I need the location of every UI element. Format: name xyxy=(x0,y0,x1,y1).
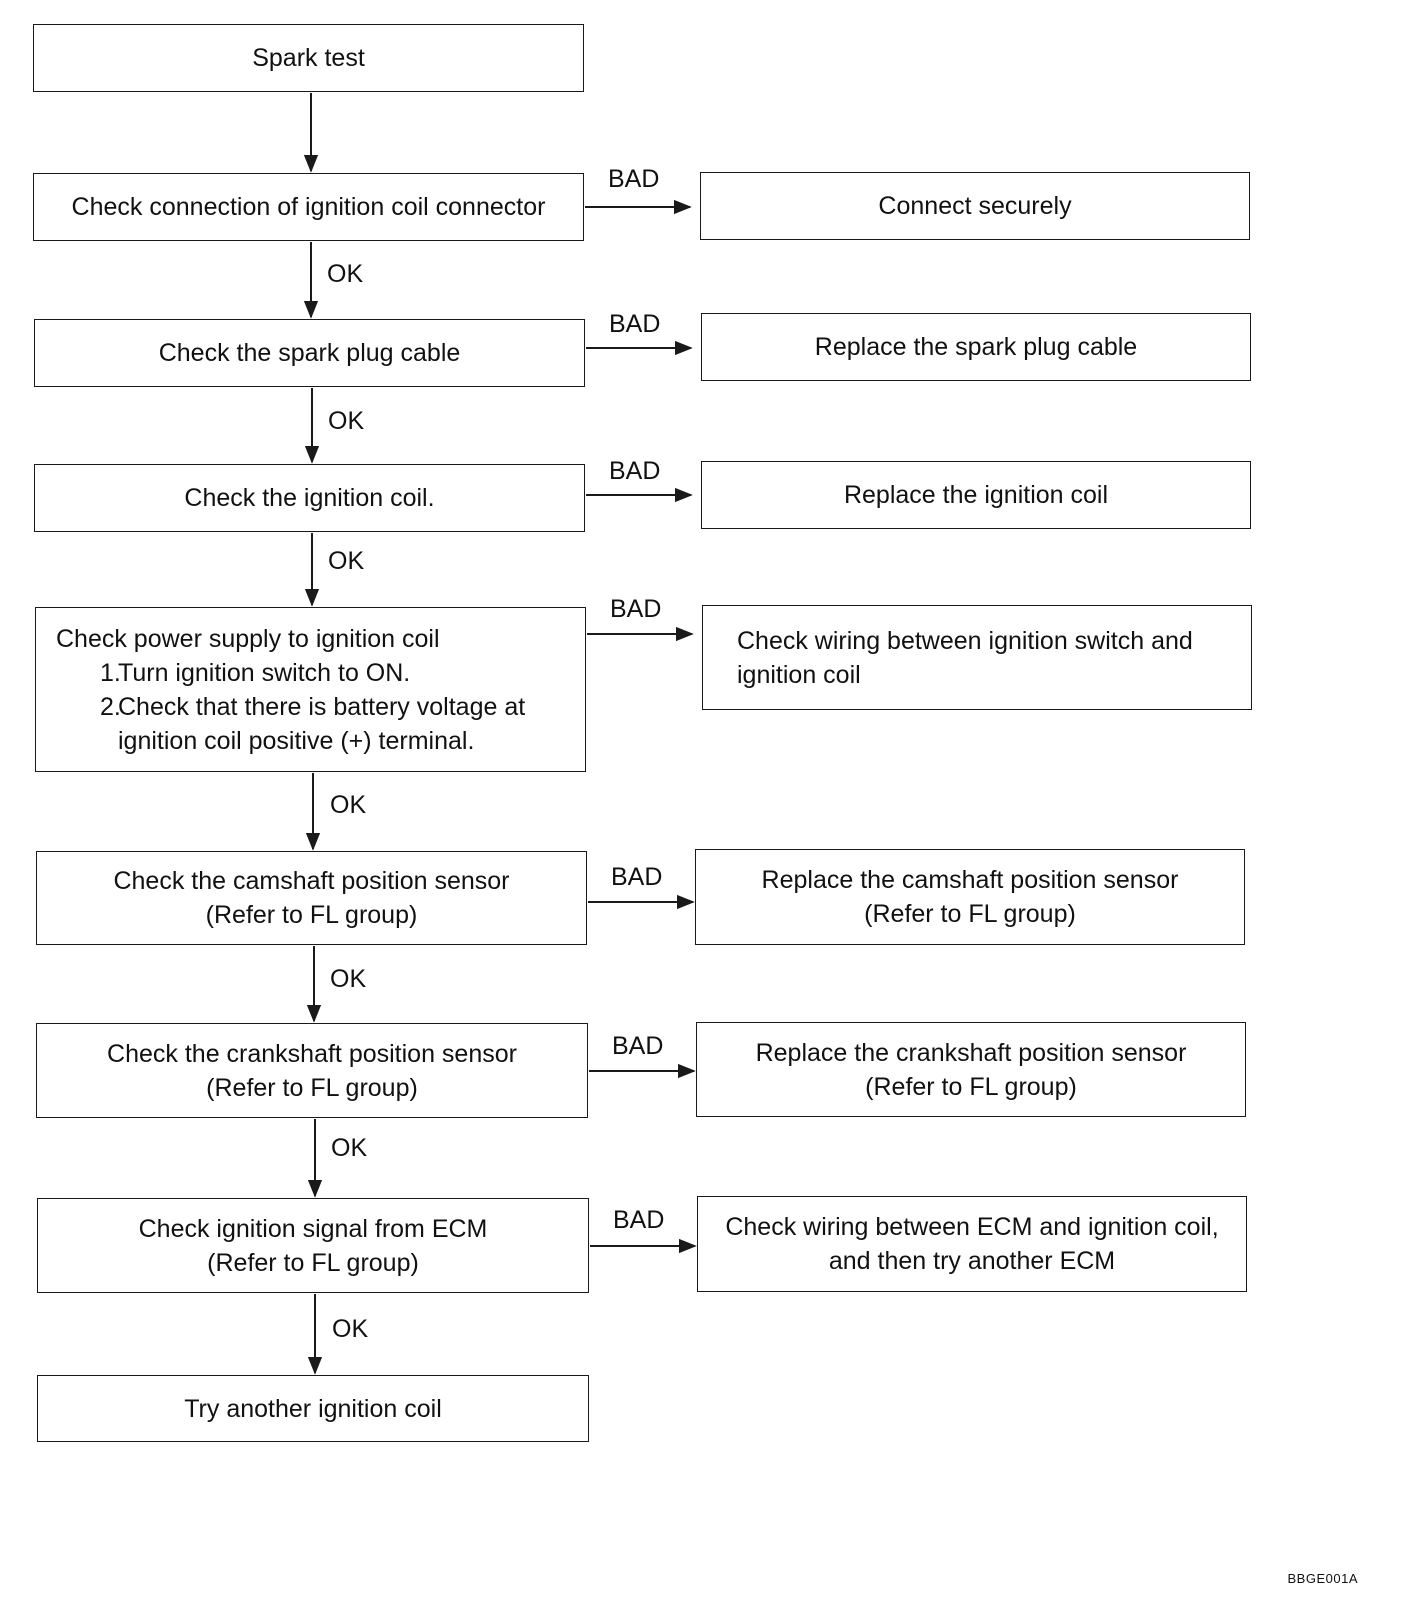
substep-item-2: 2. Check that there is battery voltage a… xyxy=(56,690,585,758)
action-box-7: Check wiring between ECM and ignition co… xyxy=(697,1196,1247,1292)
check-label-4: Check power supply to ignition coil xyxy=(56,624,440,653)
check-label-2: Check the spark plug cable xyxy=(158,339,461,367)
action-label-3: Replace the ignition coil xyxy=(843,481,1109,509)
bad-label-6: BAD xyxy=(612,1032,664,1060)
bad-label-7: BAD xyxy=(613,1206,665,1234)
ok-label-2: OK xyxy=(328,407,365,435)
substep-number: 1. xyxy=(100,658,121,687)
action-box-1: Connect securely xyxy=(700,172,1250,240)
end-label: Try another ignition coil xyxy=(184,1394,442,1423)
action-note-5: (Refer to FL group) xyxy=(864,900,1076,928)
bad-label-5: BAD xyxy=(611,863,663,891)
check-label-1: Check connection of ignition coil connec… xyxy=(71,193,546,221)
action-label-7: Check wiring between ECM and ignition co… xyxy=(725,1213,1219,1241)
action-label-5: Replace the camshaft position sensor xyxy=(761,866,1179,894)
substep-item-1: 1. Turn ignition switch to ON. xyxy=(56,656,585,690)
action-box-2: Replace the spark plug cable xyxy=(701,313,1251,381)
bad-label-4: BAD xyxy=(610,595,662,623)
action-box-6: Replace the crankshaft position sensor (… xyxy=(696,1022,1246,1117)
check-box-3: Check the ignition coil. xyxy=(34,464,585,532)
ok-label-4: OK xyxy=(330,791,367,819)
check-box-4: Check power supply to ignition coil 1. T… xyxy=(35,607,586,772)
check-label-5: Check the camshaft position sensor xyxy=(113,867,510,895)
action-label-1: Connect securely xyxy=(878,192,1072,220)
ok-label-7: OK xyxy=(332,1315,369,1343)
substep-text: Check that there is battery voltage at i… xyxy=(118,692,526,755)
start-box: Spark test xyxy=(33,24,584,92)
bad-label-2: BAD xyxy=(609,310,661,338)
bad-label-1: BAD xyxy=(608,165,660,193)
bad-label-3: BAD xyxy=(609,457,661,485)
check-box-2: Check the spark plug cable xyxy=(34,319,585,387)
check-note-7: (Refer to FL group) xyxy=(207,1248,419,1277)
check-label-3: Check the ignition coil. xyxy=(184,484,435,512)
start-label: Spark test xyxy=(252,44,365,72)
check-box-1: Check connection of ignition coil connec… xyxy=(33,173,584,241)
check-label-6: Check the crankshaft position sensor xyxy=(107,1039,517,1068)
check-label-7: Check ignition signal from ECM xyxy=(138,1214,488,1243)
substep-text: Turn ignition switch to ON. xyxy=(118,658,411,687)
action-label-6: Replace the crankshaft position sensor xyxy=(755,1038,1187,1067)
action-box-4: Check wiring between ignition switch and… xyxy=(702,605,1252,710)
action-box-5: Replace the camshaft position sensor (Re… xyxy=(695,849,1245,945)
substep-list: 1. Turn ignition switch to ON. 2. Check … xyxy=(56,656,585,758)
ok-label-6: OK xyxy=(331,1134,368,1162)
check-box-7: Check ignition signal from ECM (Refer to… xyxy=(37,1198,589,1293)
action-label-4: Check wiring between ignition switch and… xyxy=(737,626,1193,689)
action-box-3: Replace the ignition coil xyxy=(701,461,1251,529)
ok-label-3: OK xyxy=(328,547,365,575)
check-box-6: Check the crankshaft position sensor (Re… xyxy=(36,1023,588,1118)
check-box-5: Check the camshaft position sensor (Refe… xyxy=(36,851,587,945)
action-note-6: (Refer to FL group) xyxy=(865,1072,1077,1101)
substep-number: 2. xyxy=(100,692,121,721)
ok-label-1: OK xyxy=(327,260,364,288)
end-box: Try another ignition coil xyxy=(37,1375,589,1442)
check-note-5: (Refer to FL group) xyxy=(205,901,418,929)
check-note-6: (Refer to FL group) xyxy=(206,1073,418,1102)
ok-label-5: OK xyxy=(330,965,367,993)
action-note-7: and then try another ECM xyxy=(828,1247,1116,1275)
action-label-2: Replace the spark plug cable xyxy=(814,333,1138,361)
figure-code: BBGE001A xyxy=(1287,1571,1358,1586)
